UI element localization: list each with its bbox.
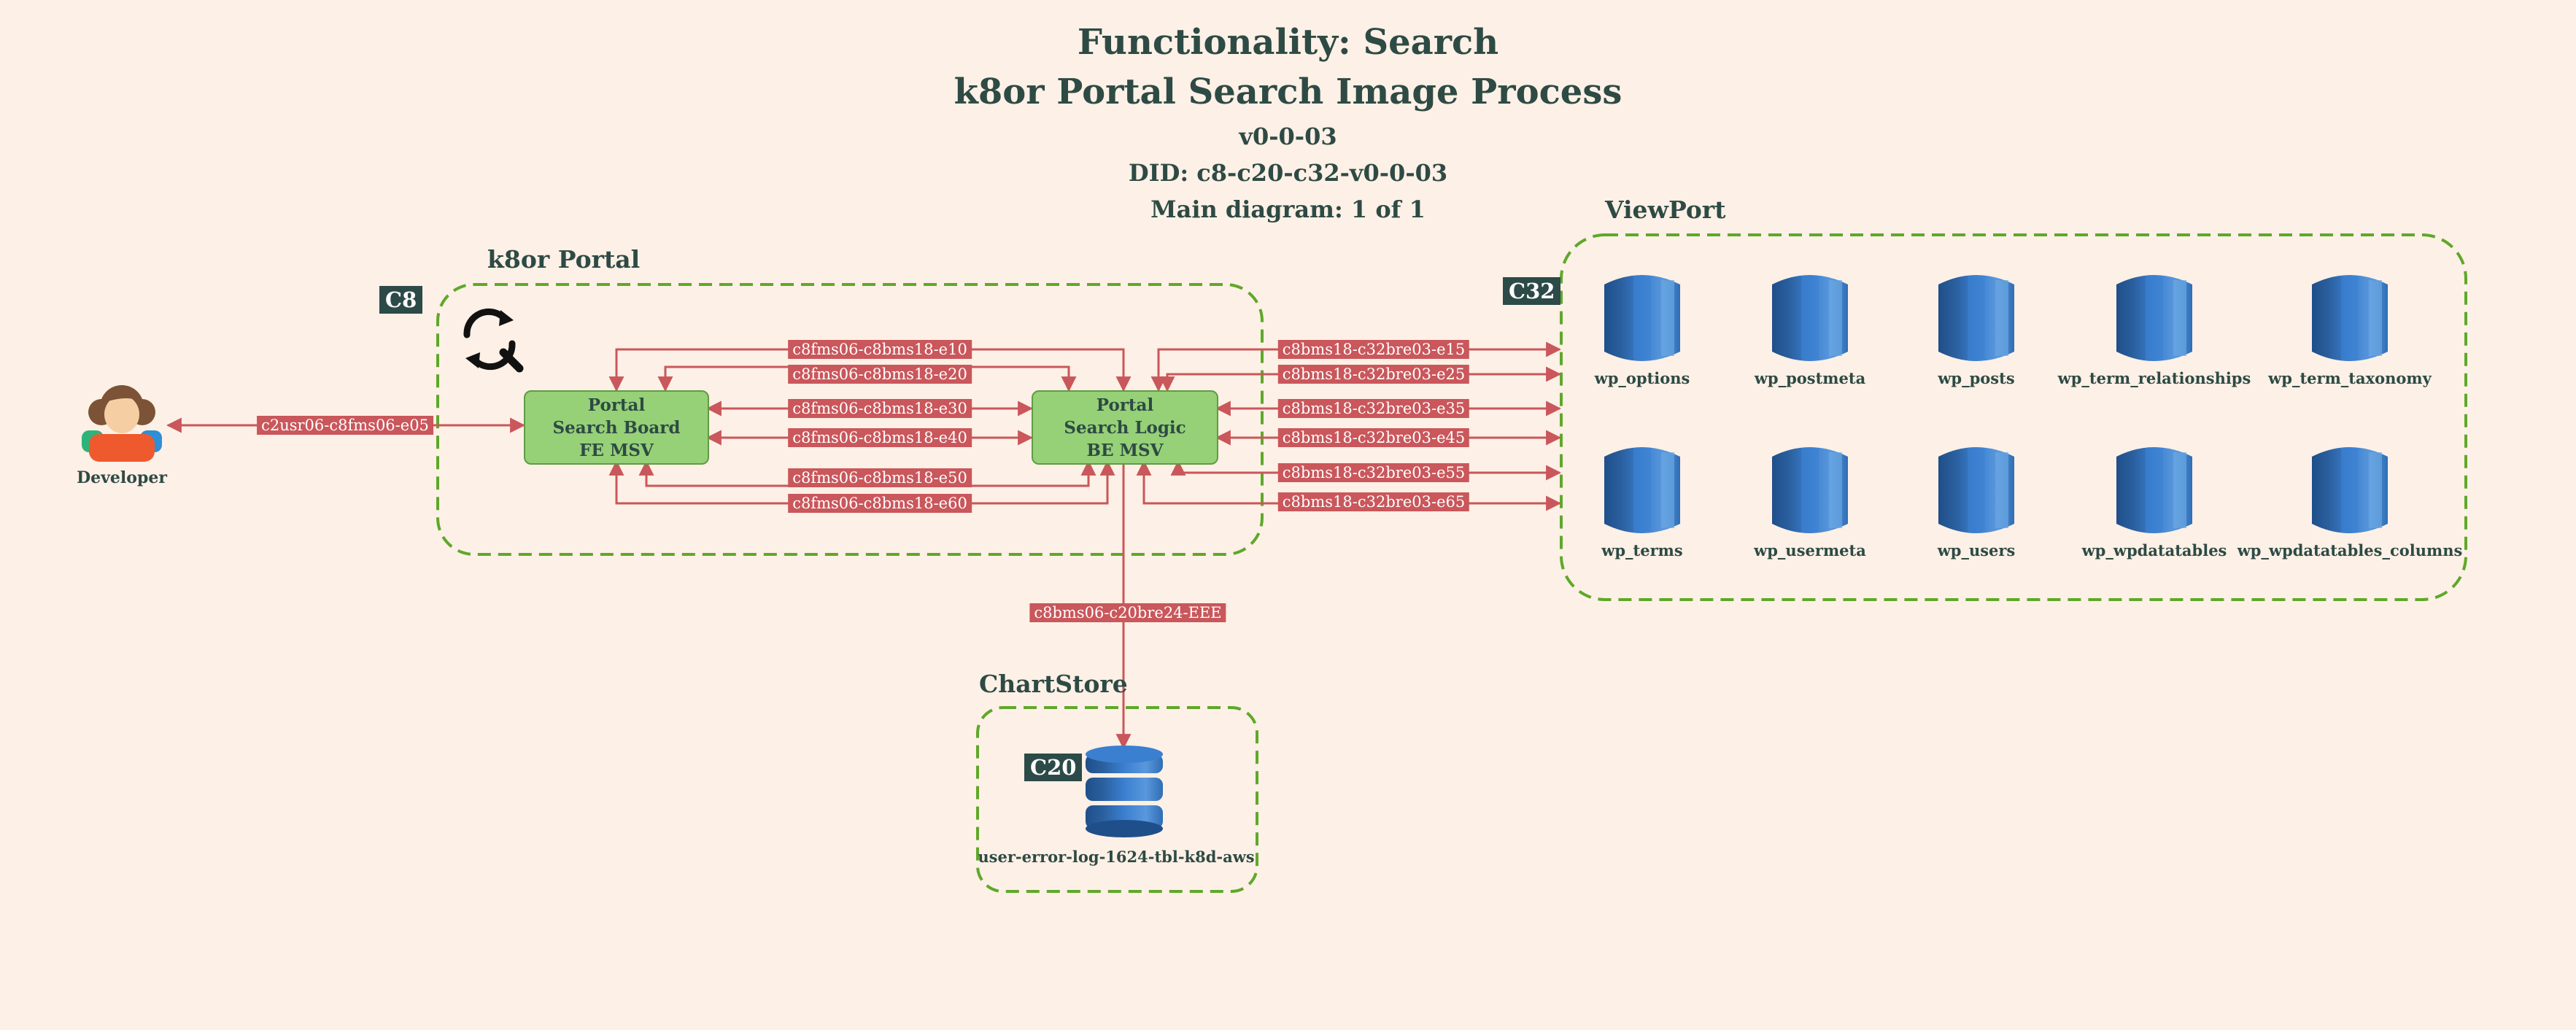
database-cylinder-icon bbox=[2116, 275, 2192, 361]
edge-label-e40: c8fms06-c8bms18-e40 bbox=[788, 428, 972, 447]
portal-search-board-node[interactable]: Portal Search Board FE MSV bbox=[524, 390, 709, 465]
group-tag-portal: C8 bbox=[379, 286, 423, 314]
database-cylinder-icon bbox=[1938, 275, 2014, 361]
database-cylinder-icon bbox=[1604, 447, 1680, 533]
database-cylinder-icon bbox=[2312, 275, 2388, 361]
node-line: Portal bbox=[587, 395, 646, 415]
edge-label-e10: c8fms06-c8bms18-e10 bbox=[788, 340, 972, 359]
database-cylinder-icon bbox=[1772, 447, 1848, 533]
node-line: Portal bbox=[1096, 395, 1154, 415]
database-cylinder-icon bbox=[1604, 275, 1680, 361]
db-label: wp_posts bbox=[1938, 369, 2015, 387]
dynamodb-table-icon bbox=[1086, 746, 1163, 837]
edge-label-v65: c8bms18-c32bre03-e65 bbox=[1277, 492, 1470, 511]
db-label: wp_term_relationships bbox=[2057, 369, 2251, 387]
db-label: wp_users bbox=[1937, 541, 2016, 559]
group-tag-chartstore: C20 bbox=[1024, 754, 1083, 781]
edge-label-v15: c8bms18-c32bre03-e15 bbox=[1277, 340, 1470, 359]
title-line-1: Functionality: Search bbox=[1077, 22, 1499, 63]
edge-label-v45: c8bms18-c32bre03-e45 bbox=[1277, 428, 1470, 447]
group-label-portal: k8or Portal bbox=[487, 245, 641, 274]
edge-label-dev: c2usr06-c8fms06-e05 bbox=[257, 416, 433, 435]
edge-label-store: c8bms06-c20bre24-EEE bbox=[1029, 603, 1226, 622]
db-label: wp_wpdatatables_columns bbox=[2237, 541, 2463, 559]
edge-label-v35: c8bms18-c32bre03-e35 bbox=[1277, 399, 1470, 418]
database-cylinder-icon bbox=[2312, 447, 2388, 533]
developer-label: Developer bbox=[77, 468, 167, 487]
group-border-chartstore bbox=[976, 706, 1258, 893]
db-label: wp_usermeta bbox=[1754, 541, 1866, 559]
db-label: wp_postmeta bbox=[1754, 369, 1866, 387]
group-label-viewport: ViewPort bbox=[1605, 195, 1726, 224]
database-cylinder-icon bbox=[2116, 447, 2192, 533]
edge-label-e20: c8fms06-c8bms18-e20 bbox=[788, 365, 972, 384]
title-did: DID: c8-c20-c32-v0-0-03 bbox=[1128, 159, 1448, 187]
edge-label-e30: c8fms06-c8bms18-e30 bbox=[788, 399, 972, 418]
node-line: Search Board bbox=[552, 417, 681, 438]
edge-label-v25: c8bms18-c32bre03-e25 bbox=[1277, 365, 1470, 384]
db-label: wp_options bbox=[1594, 369, 1690, 387]
db-label: wp_terms bbox=[1601, 541, 1683, 559]
edge-label-v55: c8bms18-c32bre03-e55 bbox=[1277, 463, 1470, 482]
portal-search-logic-node[interactable]: Portal Search Logic BE MSV bbox=[1032, 390, 1218, 465]
group-tag-viewport: C32 bbox=[1503, 277, 1561, 305]
group-label-chartstore: ChartStore bbox=[979, 670, 1128, 698]
search-refresh-icon bbox=[463, 308, 524, 373]
edge-label-e50: c8fms06-c8bms18-e50 bbox=[788, 468, 972, 487]
developer-icon bbox=[82, 385, 162, 462]
node-line: Search Logic bbox=[1064, 417, 1186, 438]
db-label: wp_term_taxonomy bbox=[2268, 369, 2432, 387]
title-line-2: k8or Portal Search Image Process bbox=[954, 71, 1622, 112]
database-cylinder-icon bbox=[1938, 447, 2014, 533]
node-line: BE MSV bbox=[1086, 440, 1164, 460]
node-line: FE MSV bbox=[579, 440, 654, 460]
dynamodb-table-label: user-error-log-1624-tbl-k8d-aws bbox=[978, 848, 1255, 866]
edge-label-e60: c8fms06-c8bms18-e60 bbox=[788, 494, 972, 513]
db-label: wp_wpdatatables bbox=[2081, 541, 2227, 559]
database-cylinder-icon bbox=[1772, 275, 1848, 361]
title-version: v0-0-03 bbox=[1239, 123, 1337, 150]
group-border-viewport bbox=[1560, 233, 2467, 601]
title-main-diagram: Main diagram: 1 of 1 bbox=[1150, 195, 1426, 223]
